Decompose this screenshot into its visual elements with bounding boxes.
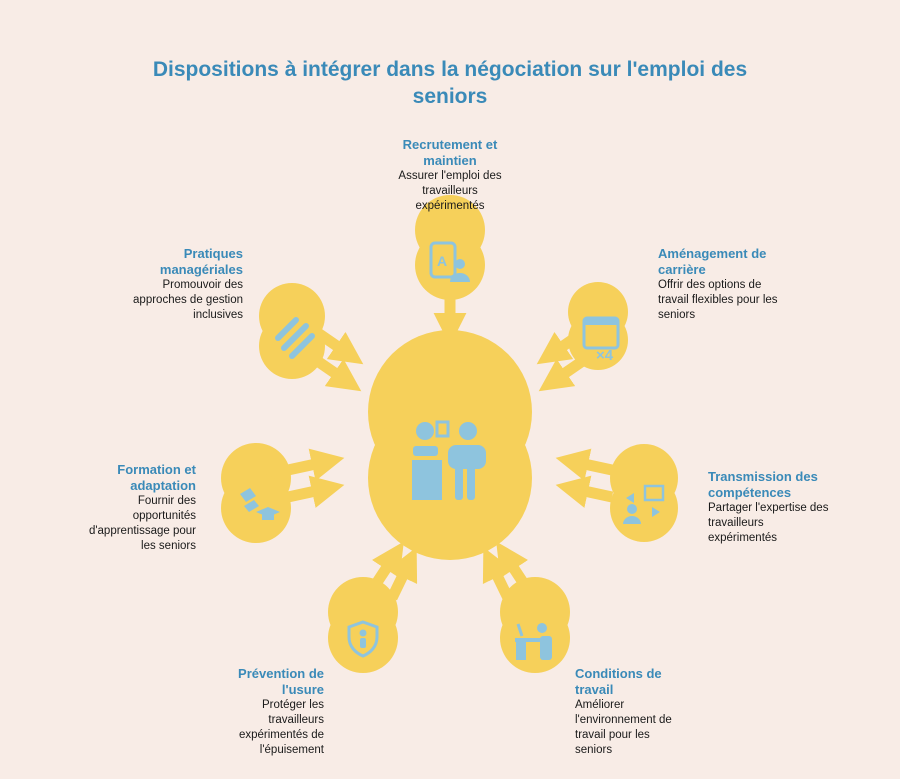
item-desc: Améliorer l'environnement de travail pou… <box>575 699 672 756</box>
blob-top-left <box>259 283 325 379</box>
reception-desk-people-icon <box>412 420 486 500</box>
item-desc: Offrir des options de travail flexibles … <box>658 279 778 321</box>
arrow-right-2 <box>555 475 614 508</box>
management-tools-icon <box>275 317 315 359</box>
arrow-left-2 <box>286 475 345 508</box>
item-title: Transmission des compétences <box>708 469 818 500</box>
item-title: Conditions de travail <box>575 666 662 697</box>
item-skills-transfer: Transmission des compétences Partager l'… <box>708 469 833 546</box>
item-title: Pratiques managériales <box>159 246 243 277</box>
item-title: Formation et adaptation <box>117 462 196 493</box>
item-title: Recrutement et maintien <box>402 137 498 168</box>
item-title: Aménagement de carrière <box>658 246 767 277</box>
item-desc: Promouvoir des approches de gestion incl… <box>133 279 243 321</box>
item-training: Formation et adaptation Fournir des oppo… <box>76 462 196 554</box>
item-desc: Assurer l'emploi des travailleurs expéri… <box>398 170 502 212</box>
center-blob <box>368 330 532 560</box>
knowledge-transfer-icon <box>623 484 665 524</box>
item-management: Pratiques managériales Promouvoir des ap… <box>123 246 243 323</box>
item-title: Prévention de l'usure <box>238 666 324 697</box>
item-wear-prevention: Prévention de l'usure Protéger les trava… <box>224 666 324 758</box>
blob-right <box>610 444 678 542</box>
desk-worker-icon <box>515 623 552 660</box>
item-work-conditions: Conditions de travail Améliorer l'enviro… <box>575 666 685 758</box>
arrow-bottom-right-2 <box>482 547 513 601</box>
shield-person-icon <box>347 620 379 658</box>
arrow-bottom-left-2 <box>387 547 418 601</box>
svg-text:×4: ×4 <box>596 347 614 364</box>
blob-left <box>221 443 291 543</box>
item-recruitment: Recrutement et maintien Assurer l'emploi… <box>365 137 535 214</box>
item-career: Aménagement de carrière Offrir des optio… <box>658 246 778 323</box>
calendar-schedule-icon: ×4 <box>582 316 620 364</box>
item-desc: Protéger les travailleurs expérimentés d… <box>238 699 324 756</box>
graduation-icon <box>240 488 280 520</box>
item-desc: Partager l'expertise des travailleurs ex… <box>708 502 829 544</box>
page-title: Dispositions à intégrer dans la négociat… <box>152 58 748 108</box>
item-desc: Fournir des opportunités d'apprentissage… <box>88 495 196 552</box>
svg-text:A: A <box>437 253 447 269</box>
recruitment-badge-icon: A <box>429 241 470 282</box>
arrow-left-1 <box>286 448 345 481</box>
arrow-right-1 <box>555 448 614 481</box>
blob-bottom-left <box>328 577 398 673</box>
blob-bottom-right <box>500 577 570 673</box>
